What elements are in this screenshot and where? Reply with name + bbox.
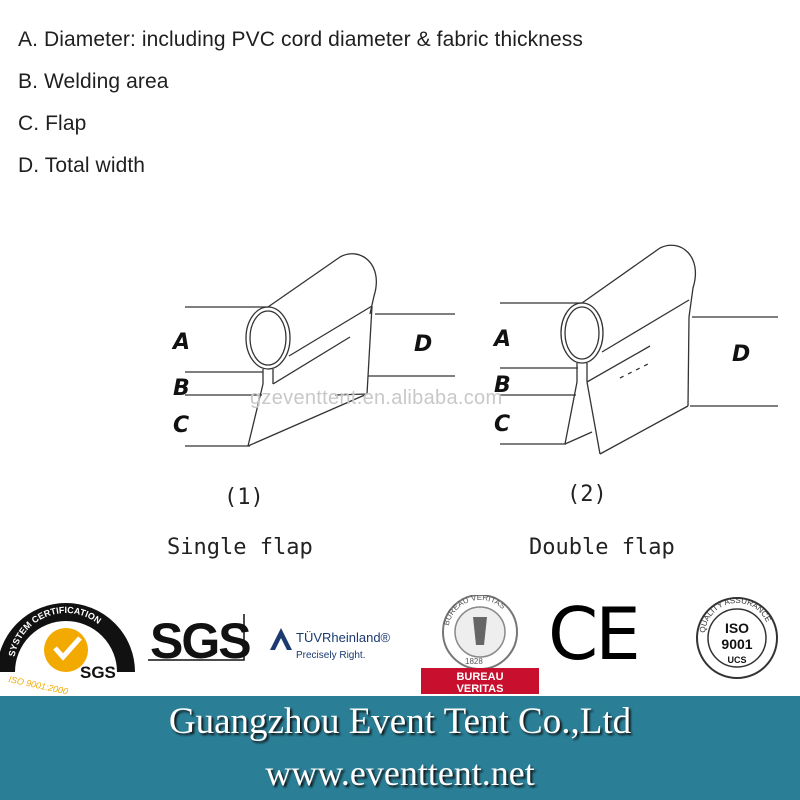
svg-text:ISO: ISO xyxy=(725,620,749,636)
legend-b: B. Welding area xyxy=(18,70,169,93)
legend-c: C. Flap xyxy=(18,112,87,135)
footer-band xyxy=(0,696,800,800)
sgs-iso-brand: SGS xyxy=(80,663,116,682)
tuv-tagline: Precisely Right. xyxy=(296,650,366,661)
label-c-right: C xyxy=(494,412,511,437)
double-flap-drawing xyxy=(500,244,778,455)
legend-a: A. Diameter: including PVC cord diameter… xyxy=(18,28,583,51)
tuv-brand: TÜVRheinland® xyxy=(296,630,391,645)
bureau-veritas-logo: BUREAU VERITAS 1828 BUREAU VERITAS xyxy=(421,595,539,695)
number-left: (1) xyxy=(224,485,264,510)
single-flap-drawing xyxy=(185,253,455,447)
sgs-iso-text: ISO 9001:2000 xyxy=(8,674,69,695)
svg-text:9001: 9001 xyxy=(721,636,752,652)
caption-right: Double flap xyxy=(529,535,675,560)
watermark: gzeventtent.en.alibaba.com xyxy=(250,387,503,409)
company-website: www.eventtent.net xyxy=(265,753,535,793)
label-d-left: D xyxy=(414,332,433,357)
label-d-right: D xyxy=(732,342,751,367)
certification-logos: SYSTEM CERTIFICATION ISO 9001:2000 SGS B… xyxy=(0,595,778,695)
label-b-left: B xyxy=(173,376,190,401)
sgs-iso-logo: SYSTEM CERTIFICATION ISO 9001:2000 SGS xyxy=(0,603,135,695)
label-c-left: C xyxy=(173,413,190,438)
svg-text:BUREAU: BUREAU xyxy=(456,671,503,683)
number-right: (2) xyxy=(567,482,607,507)
iso-9001-logo: QUALITY ASSURANCE ISO 9001 UCS xyxy=(696,596,778,679)
tuv-logo xyxy=(270,628,292,650)
ce-mark: CE xyxy=(548,592,641,676)
svg-text:1828: 1828 xyxy=(465,657,483,666)
sgs-logo: SGS xyxy=(150,613,252,669)
svg-text:VERITAS: VERITAS xyxy=(457,683,504,695)
company-name: Guangzhou Event Tent Co.,Ltd xyxy=(168,701,632,742)
svg-text:UCS: UCS xyxy=(727,655,746,665)
label-b-right: B xyxy=(494,373,511,398)
legend-d: D. Total width xyxy=(18,154,146,177)
label-a-left: A xyxy=(173,330,191,355)
caption-left: Single flap xyxy=(167,535,313,560)
label-a-right: A xyxy=(494,327,512,352)
keder-diagram xyxy=(185,244,778,455)
